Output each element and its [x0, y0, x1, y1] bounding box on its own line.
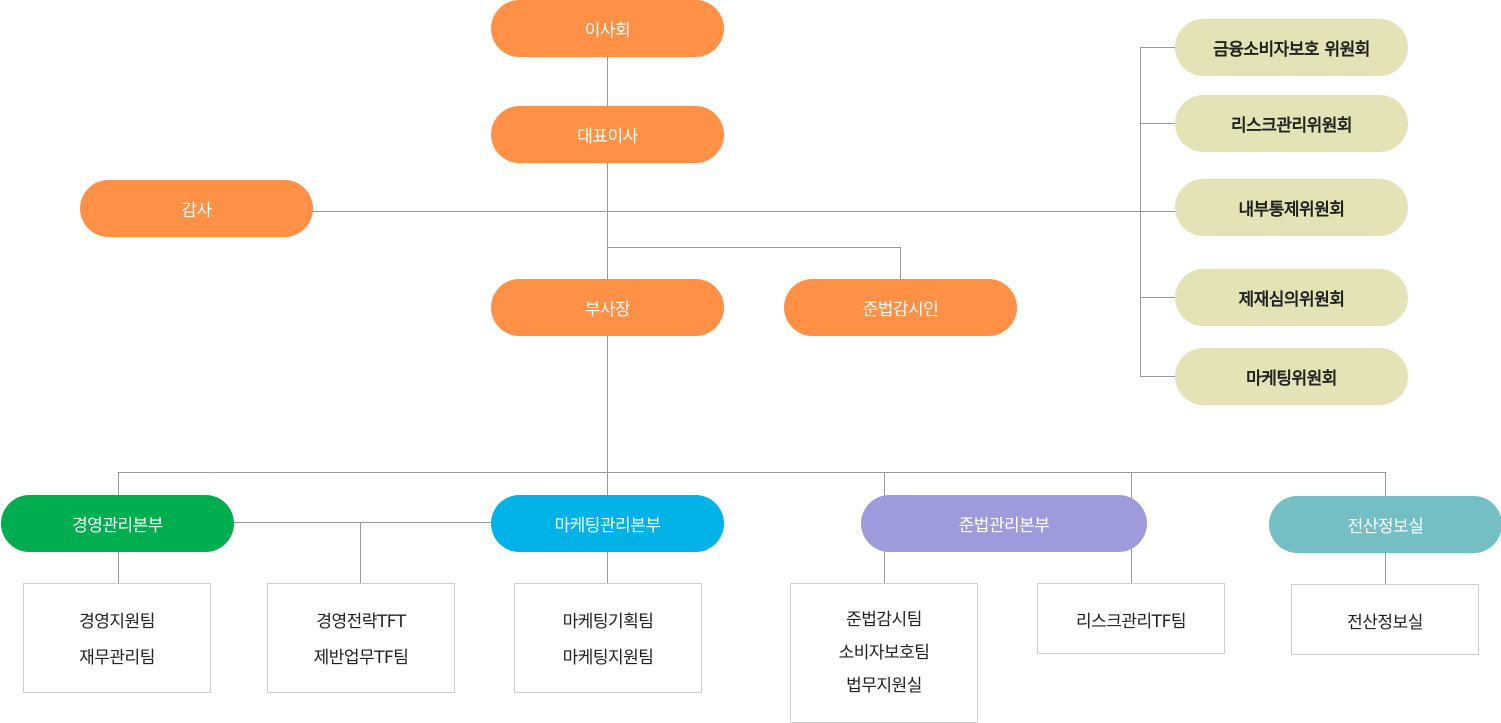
team-item: 법무지원실: [846, 676, 922, 696]
node-label: 준법감시인: [862, 300, 939, 320]
committee-sanctions-review[interactable]: 제재심의위원회: [1175, 269, 1408, 326]
team-box-management-strategy[interactable]: 경영전략TFT 제반업무TF팀: [267, 583, 455, 693]
connector-compliance-officer-h: [607, 247, 901, 248]
connector-committees-spine: [1140, 47, 1141, 376]
connector-auditor-committees: [312, 211, 1176, 212]
connector-team-6: [1385, 551, 1386, 585]
node-auditor[interactable]: 감사: [80, 180, 313, 237]
team-item: 전산정보실: [1347, 613, 1423, 633]
division-marketing[interactable]: 마케팅관리본부: [491, 495, 724, 552]
team-item: 소비자보호팀: [838, 643, 930, 663]
connector-ceo-vp: [607, 162, 608, 280]
connector-div-1: [118, 472, 119, 496]
connector-committee-5: [1140, 376, 1176, 377]
team-box-risk-tf[interactable]: 리스크관리TF팀: [1037, 583, 1225, 654]
committee-label: 내부통제위원회: [1238, 200, 1345, 220]
committee-label: 금융소비자보호 위원회: [1213, 40, 1370, 60]
connector-vp-divisions: [607, 335, 608, 496]
node-board[interactable]: 이사회: [491, 0, 724, 57]
team-item: 재무관리팀: [79, 648, 155, 668]
committee-internal-control[interactable]: 내부통제위원회: [1175, 179, 1408, 236]
node-ceo[interactable]: 대표이사: [491, 106, 724, 163]
division-compliance[interactable]: 준법관리본부: [861, 495, 1147, 552]
team-box-management-support[interactable]: 경영지원팀 재무관리팀: [23, 583, 211, 693]
node-label: 부사장: [584, 300, 631, 320]
node-label: 감사: [181, 201, 212, 221]
team-item: 리스크관리TF팀: [1075, 612, 1187, 632]
committee-label: 제재심의위원회: [1238, 290, 1345, 310]
committee-label: 리스크관리위원회: [1230, 116, 1353, 136]
team-item: 마케팅기획팀: [562, 612, 654, 632]
committee-marketing[interactable]: 마케팅위원회: [1175, 348, 1408, 405]
division-it[interactable]: 전산정보실: [1269, 496, 1501, 553]
committee-consumer-protection[interactable]: 금융소비자보호 위원회: [1175, 19, 1408, 76]
division-label: 준법관리본부: [958, 516, 1050, 536]
team-item: 준법감시팀: [846, 610, 922, 630]
team-box-it[interactable]: 전산정보실: [1291, 584, 1479, 655]
connector-board-ceo: [607, 57, 608, 107]
connector-team-1: [118, 551, 119, 584]
division-label: 전산정보실: [1347, 517, 1424, 537]
connector-compliance-officer-v: [900, 247, 901, 280]
connector-team-3: [607, 551, 608, 584]
connector-team-2: [360, 522, 361, 584]
team-item: 마케팅지원팀: [562, 648, 654, 668]
connector-committee-4: [1140, 297, 1176, 298]
connector-div1-div2: [233, 522, 493, 523]
committee-label: 마케팅위원회: [1246, 369, 1337, 389]
division-label: 마케팅관리본부: [554, 516, 661, 536]
connector-divisions-bus: [118, 472, 1386, 473]
node-label: 이사회: [584, 21, 631, 41]
division-label: 경영관리본부: [72, 516, 163, 536]
team-item: 경영전략TFT: [316, 612, 406, 632]
node-vice-president[interactable]: 부사장: [491, 279, 724, 336]
node-label: 대표이사: [577, 127, 638, 147]
team-item: 제반업무TF팀: [313, 648, 409, 668]
connector-div-3: [884, 472, 885, 496]
committee-risk-management[interactable]: 리스크관리위원회: [1175, 95, 1408, 152]
connector-team-4: [884, 551, 885, 584]
connector-div-4: [1385, 472, 1386, 496]
team-box-compliance[interactable]: 준법감시팀 소비자보호팀 법무지원실: [790, 583, 978, 723]
team-item: 경영지원팀: [79, 612, 155, 632]
connector-committee-2: [1140, 123, 1176, 124]
node-compliance-officer[interactable]: 준법감시인: [784, 279, 1017, 336]
team-box-marketing[interactable]: 마케팅기획팀 마케팅지원팀: [514, 583, 702, 693]
connector-committee-1: [1140, 47, 1176, 48]
division-management[interactable]: 경영관리본부: [1, 495, 234, 552]
